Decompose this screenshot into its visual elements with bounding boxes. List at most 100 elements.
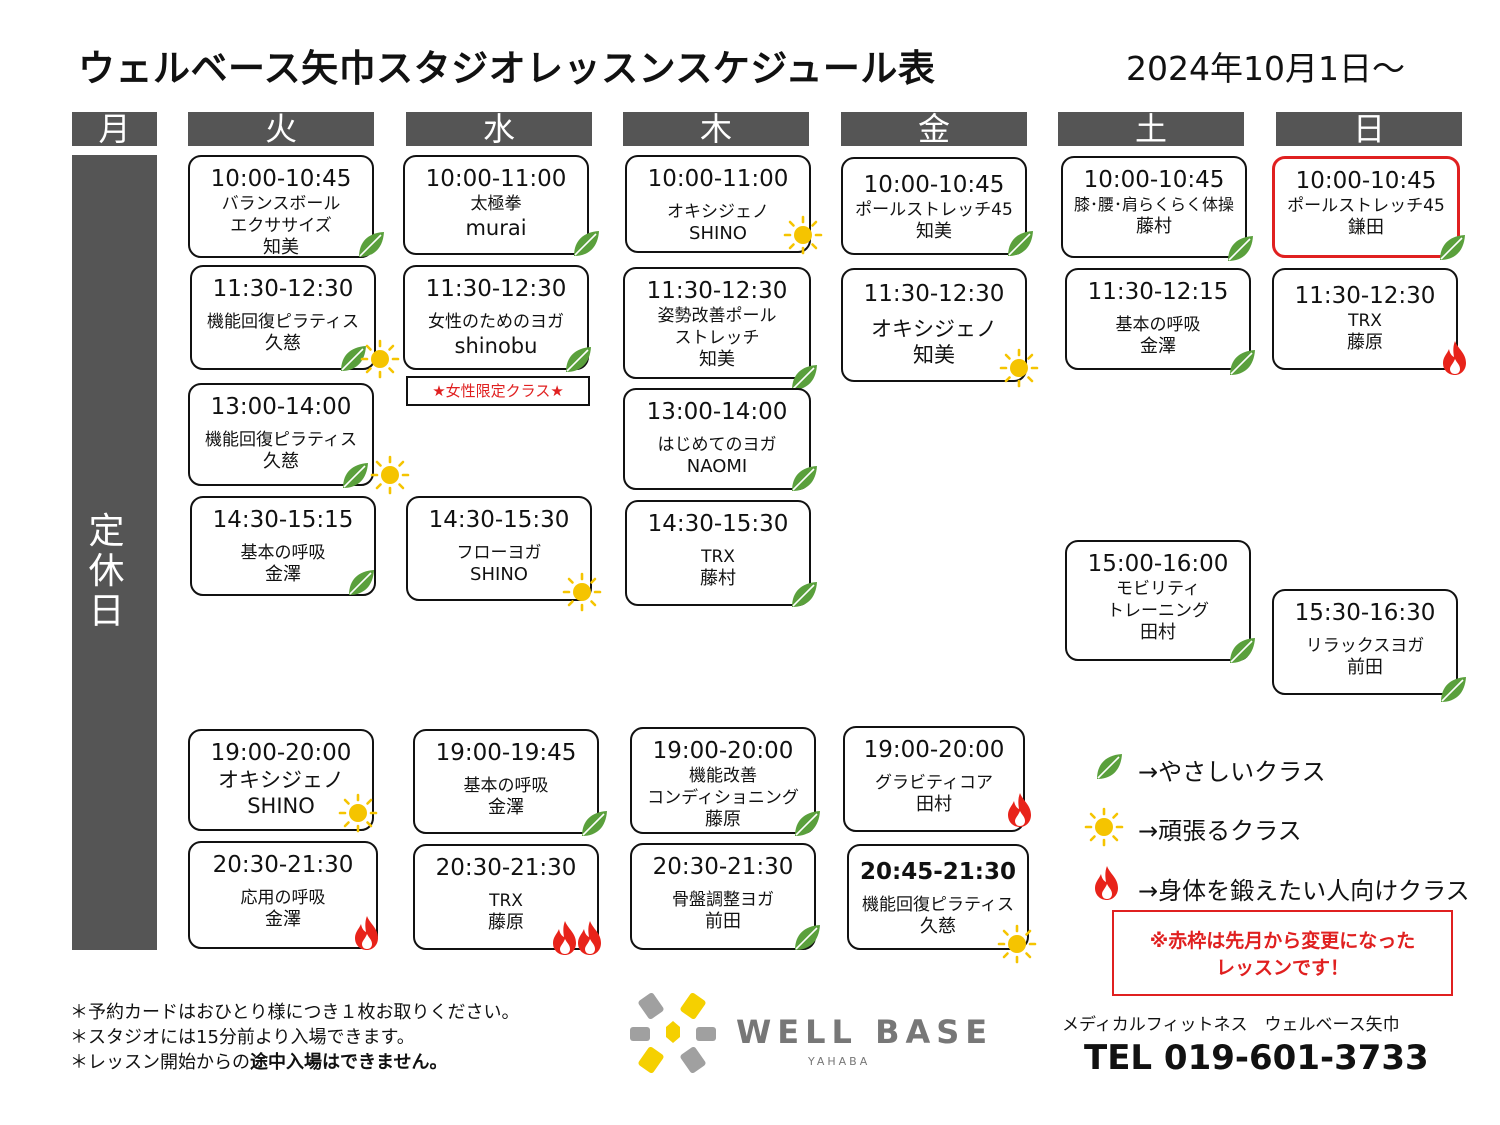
fire-icon: [1005, 792, 1035, 828]
class-time: 11:30-12:30: [1294, 283, 1436, 309]
leaf-icon: [792, 923, 822, 953]
class-card-changed[interactable]: 10:00-10:45 ポールストレッチ45 鎌田: [1272, 156, 1460, 258]
class-time: 19:00-20:00: [210, 740, 352, 766]
class-card[interactable]: 20:30-21:30 応用の呼吸 金澤: [188, 841, 378, 949]
class-time: 20:30-21:30: [212, 852, 354, 878]
fire-icon: [1092, 865, 1122, 901]
class-card[interactable]: 20:45-21:30 機能回復ピラティス 久慈: [847, 844, 1029, 950]
class-name: モビリティ: [1116, 579, 1200, 599]
class-card[interactable]: 14:30-15:30 フローヨガ SHINO: [406, 496, 592, 601]
well-base-logo-icon: [630, 993, 716, 1073]
legend-fire-label: →身体を鍛えたい人向けクラス: [1138, 877, 1470, 905]
instructor: 藤原: [705, 809, 741, 830]
instructor: 藤村: [700, 568, 736, 589]
sun-icon: [370, 455, 410, 495]
class-card[interactable]: 15:00-16:00 モビリティ トレーニング 田村: [1065, 540, 1251, 661]
class-name: 姿勢改善ポール: [657, 306, 777, 326]
class-time: 14:30-15:15: [212, 507, 354, 533]
class-card[interactable]: 19:00-19:45 基本の呼吸 金澤: [413, 729, 599, 834]
instructor: SHINO: [689, 223, 747, 244]
class-card[interactable]: 11:30-12:30 TRX 藤原: [1272, 268, 1458, 370]
leaf-icon: [346, 568, 376, 598]
day-header-mon: 月: [72, 112, 157, 146]
class-time: 10:00-11:00: [647, 166, 789, 192]
class-card[interactable]: 14:30-15:15 基本の呼吸 金澤: [190, 496, 376, 596]
class-card[interactable]: 11:30-12:30 女性のためのヨガ shinobu: [403, 265, 589, 370]
instructor: NAOMI: [686, 456, 748, 477]
instructor: 鎌田: [1348, 217, 1384, 238]
class-card[interactable]: 10:00-11:00 太極拳 murai: [403, 155, 589, 255]
instructor: 知美: [913, 343, 955, 367]
day-header-tue: 火: [188, 112, 374, 146]
class-card[interactable]: 11:30-12:30 姿勢改善ポール ストレッチ 知美: [623, 267, 811, 379]
leaf-icon: [571, 229, 601, 259]
sun-icon: [997, 924, 1037, 964]
instructor: 藤原: [488, 912, 524, 933]
footer-note-2: ＊スタジオには15分前より入場できます。: [70, 1027, 415, 1048]
class-time: 14:30-15:30: [647, 511, 789, 537]
class-time: 11:30-12:15: [1087, 279, 1229, 305]
class-card[interactable]: 11:30-12:30 オキシジェノ 知美: [841, 268, 1027, 382]
class-card[interactable]: 19:00-20:00 機能改善 コンディショニング 藤原: [630, 727, 816, 834]
class-card[interactable]: 10:00-10:45 バランスボール エクササイズ 知美: [188, 155, 374, 258]
footer-note-3: ＊レッスン開始からの途中入場はできません。: [70, 1048, 447, 1074]
class-card[interactable]: 20:30-21:30 TRX 藤原: [413, 844, 599, 950]
class-name: ポールストレッチ45: [855, 200, 1013, 220]
class-card[interactable]: 13:00-14:00 はじめてのヨガ NAOMI: [623, 388, 811, 490]
phone-number[interactable]: TEL 019-601-3733: [1084, 1038, 1429, 1078]
class-name: 女性のためのヨガ: [428, 312, 564, 332]
sun-icon: [338, 793, 378, 833]
class-name: TRX: [1348, 311, 1382, 331]
instructor: 知美: [263, 237, 299, 258]
class-card[interactable]: 10:00-10:45 ポールストレッチ45 知美: [841, 157, 1027, 255]
instructor: 知美: [699, 349, 735, 370]
class-time: 15:00-16:00: [1087, 551, 1229, 577]
class-time: 14:30-15:30: [428, 507, 570, 533]
class-card[interactable]: 13:00-14:00 機能回復ピラティス 久慈: [188, 383, 374, 486]
fire-icon: [575, 920, 605, 956]
instructor: 藤村: [1136, 216, 1172, 237]
class-name: オキシジェノ: [218, 768, 344, 792]
instructor: 田村: [916, 794, 952, 815]
class-name: フローヨガ: [456, 543, 542, 563]
leaf-icon: [792, 809, 822, 839]
class-name-line2: エクササイズ: [230, 216, 332, 236]
instructor: 久慈: [263, 451, 299, 472]
class-card[interactable]: 10:00-11:00 オキシジェノ SHINO: [625, 155, 811, 253]
sun-icon: [783, 215, 823, 255]
leaf-icon: [1227, 348, 1257, 378]
class-name: 応用の呼吸: [240, 888, 326, 908]
sun-icon: [999, 348, 1039, 388]
sun-icon: [562, 572, 602, 612]
class-card[interactable]: 11:30-12:30 機能回復ピラティス 久慈: [190, 265, 376, 370]
class-card[interactable]: 10:00-10:45 膝･腰･肩らくらく体操 藤村: [1061, 156, 1247, 258]
instructor: 前田: [1347, 657, 1383, 678]
change-notice-line2: レッスンです！: [1215, 957, 1349, 979]
instructor: SHINO: [247, 794, 315, 818]
class-time: 19:00-20:00: [863, 737, 1005, 763]
class-name: 機能回復ピラティス: [862, 895, 1014, 915]
class-name: 膝･腰･肩らくらく体操: [1073, 195, 1234, 214]
class-name: 骨盤調整ヨガ: [672, 890, 774, 910]
instructor: 前田: [705, 911, 741, 932]
change-notice: ※赤枠は先月から変更になった レッスンです！: [1112, 910, 1453, 996]
class-card[interactable]: 15:30-16:30 リラックスヨガ 前田: [1272, 589, 1458, 695]
class-time: 10:00-10:45: [1295, 168, 1437, 194]
class-card[interactable]: 19:00-20:00 オキシジェノ SHINO: [188, 729, 374, 831]
instructor: shinobu: [454, 334, 538, 358]
page-title: ウェルベース矢巾スタジオレッスンスケジュール表: [78, 47, 936, 90]
leaf-icon: [356, 230, 386, 260]
class-card[interactable]: 20:30-21:30 骨盤調整ヨガ 前田: [630, 843, 816, 950]
closed-label: 定休日: [88, 511, 125, 632]
day-header-fri: 金: [841, 112, 1027, 146]
class-time: 11:30-12:30: [646, 278, 788, 304]
class-card[interactable]: 11:30-12:15 基本の呼吸 金澤: [1065, 268, 1251, 370]
class-time: 19:00-19:45: [435, 740, 577, 766]
class-time: 20:30-21:30: [652, 854, 794, 880]
class-time: 11:30-12:30: [425, 276, 567, 302]
class-card[interactable]: 14:30-15:30 TRX 藤村: [625, 500, 811, 606]
class-card[interactable]: 19:00-20:00 グラビティコア 田村: [843, 726, 1025, 832]
class-name: 基本の呼吸: [240, 543, 326, 563]
leaf-icon: [1437, 233, 1467, 263]
class-time: 11:30-12:30: [863, 281, 1005, 307]
